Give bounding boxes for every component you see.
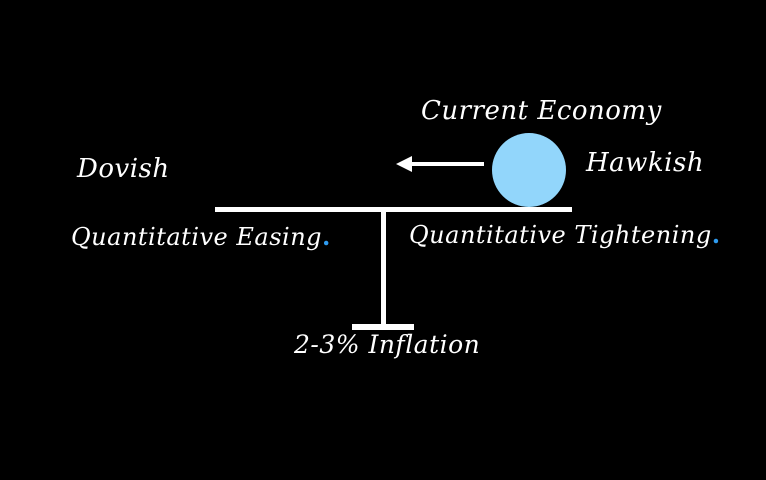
inflation-target-label: 2-3% Inflation [294,330,481,359]
economy-ball-icon [492,133,566,207]
quantitative-easing-label: Quantitative Easing. [71,222,331,251]
quantitative-tightening-label: Quantitative Tightening. [409,220,721,249]
fulcrum-post-line [381,210,386,327]
balance-beam-line [215,207,572,212]
current-economy-label: Current Economy [421,96,662,126]
dovish-label: Dovish [77,154,170,184]
fulcrum-base-line [352,324,414,330]
quantitative-tightening-period: . [711,220,721,249]
quantitative-easing-period: . [322,222,331,251]
hawkish-label: Hawkish [586,148,705,178]
quantitative-tightening-text: Quantitative Tightening [409,221,712,249]
left-arrow-icon [396,156,484,172]
quantitative-easing-text: Quantitative Easing [71,223,323,251]
